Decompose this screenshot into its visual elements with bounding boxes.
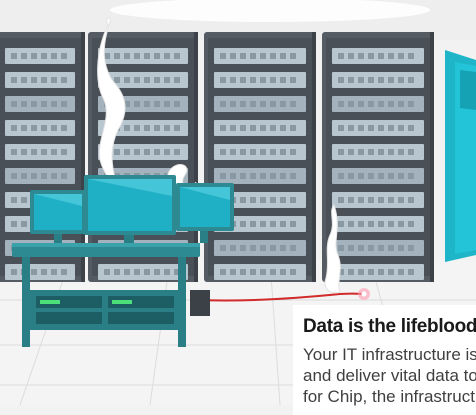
- ceiling-light: [110, 0, 430, 22]
- server-rack-side-cabinet: [445, 50, 476, 262]
- server-rack-icon: [204, 32, 316, 282]
- headline: Data is the lifeblood: [303, 316, 476, 337]
- monitor-icon: [30, 190, 86, 243]
- content-panel: Data is the lifeblood Your IT infrastruc…: [293, 305, 476, 415]
- server-rack-icon: [322, 32, 434, 282]
- body-line: and deliver vital data to: [303, 366, 476, 385]
- smoke-icon: [324, 204, 341, 294]
- spark-icon: [358, 288, 370, 300]
- illustration-server-room: [0, 0, 476, 405]
- monitor-icon: [176, 183, 234, 243]
- workstation-desk: [12, 243, 210, 347]
- body-line: for Chip, the infrastructu: [303, 387, 476, 406]
- body-text: Your IT infrastructure is a and deliver …: [303, 344, 476, 407]
- monitor-icon: [84, 175, 176, 243]
- body-line: Your IT infrastructure is a: [303, 345, 476, 364]
- smoke-icon: [97, 17, 126, 191]
